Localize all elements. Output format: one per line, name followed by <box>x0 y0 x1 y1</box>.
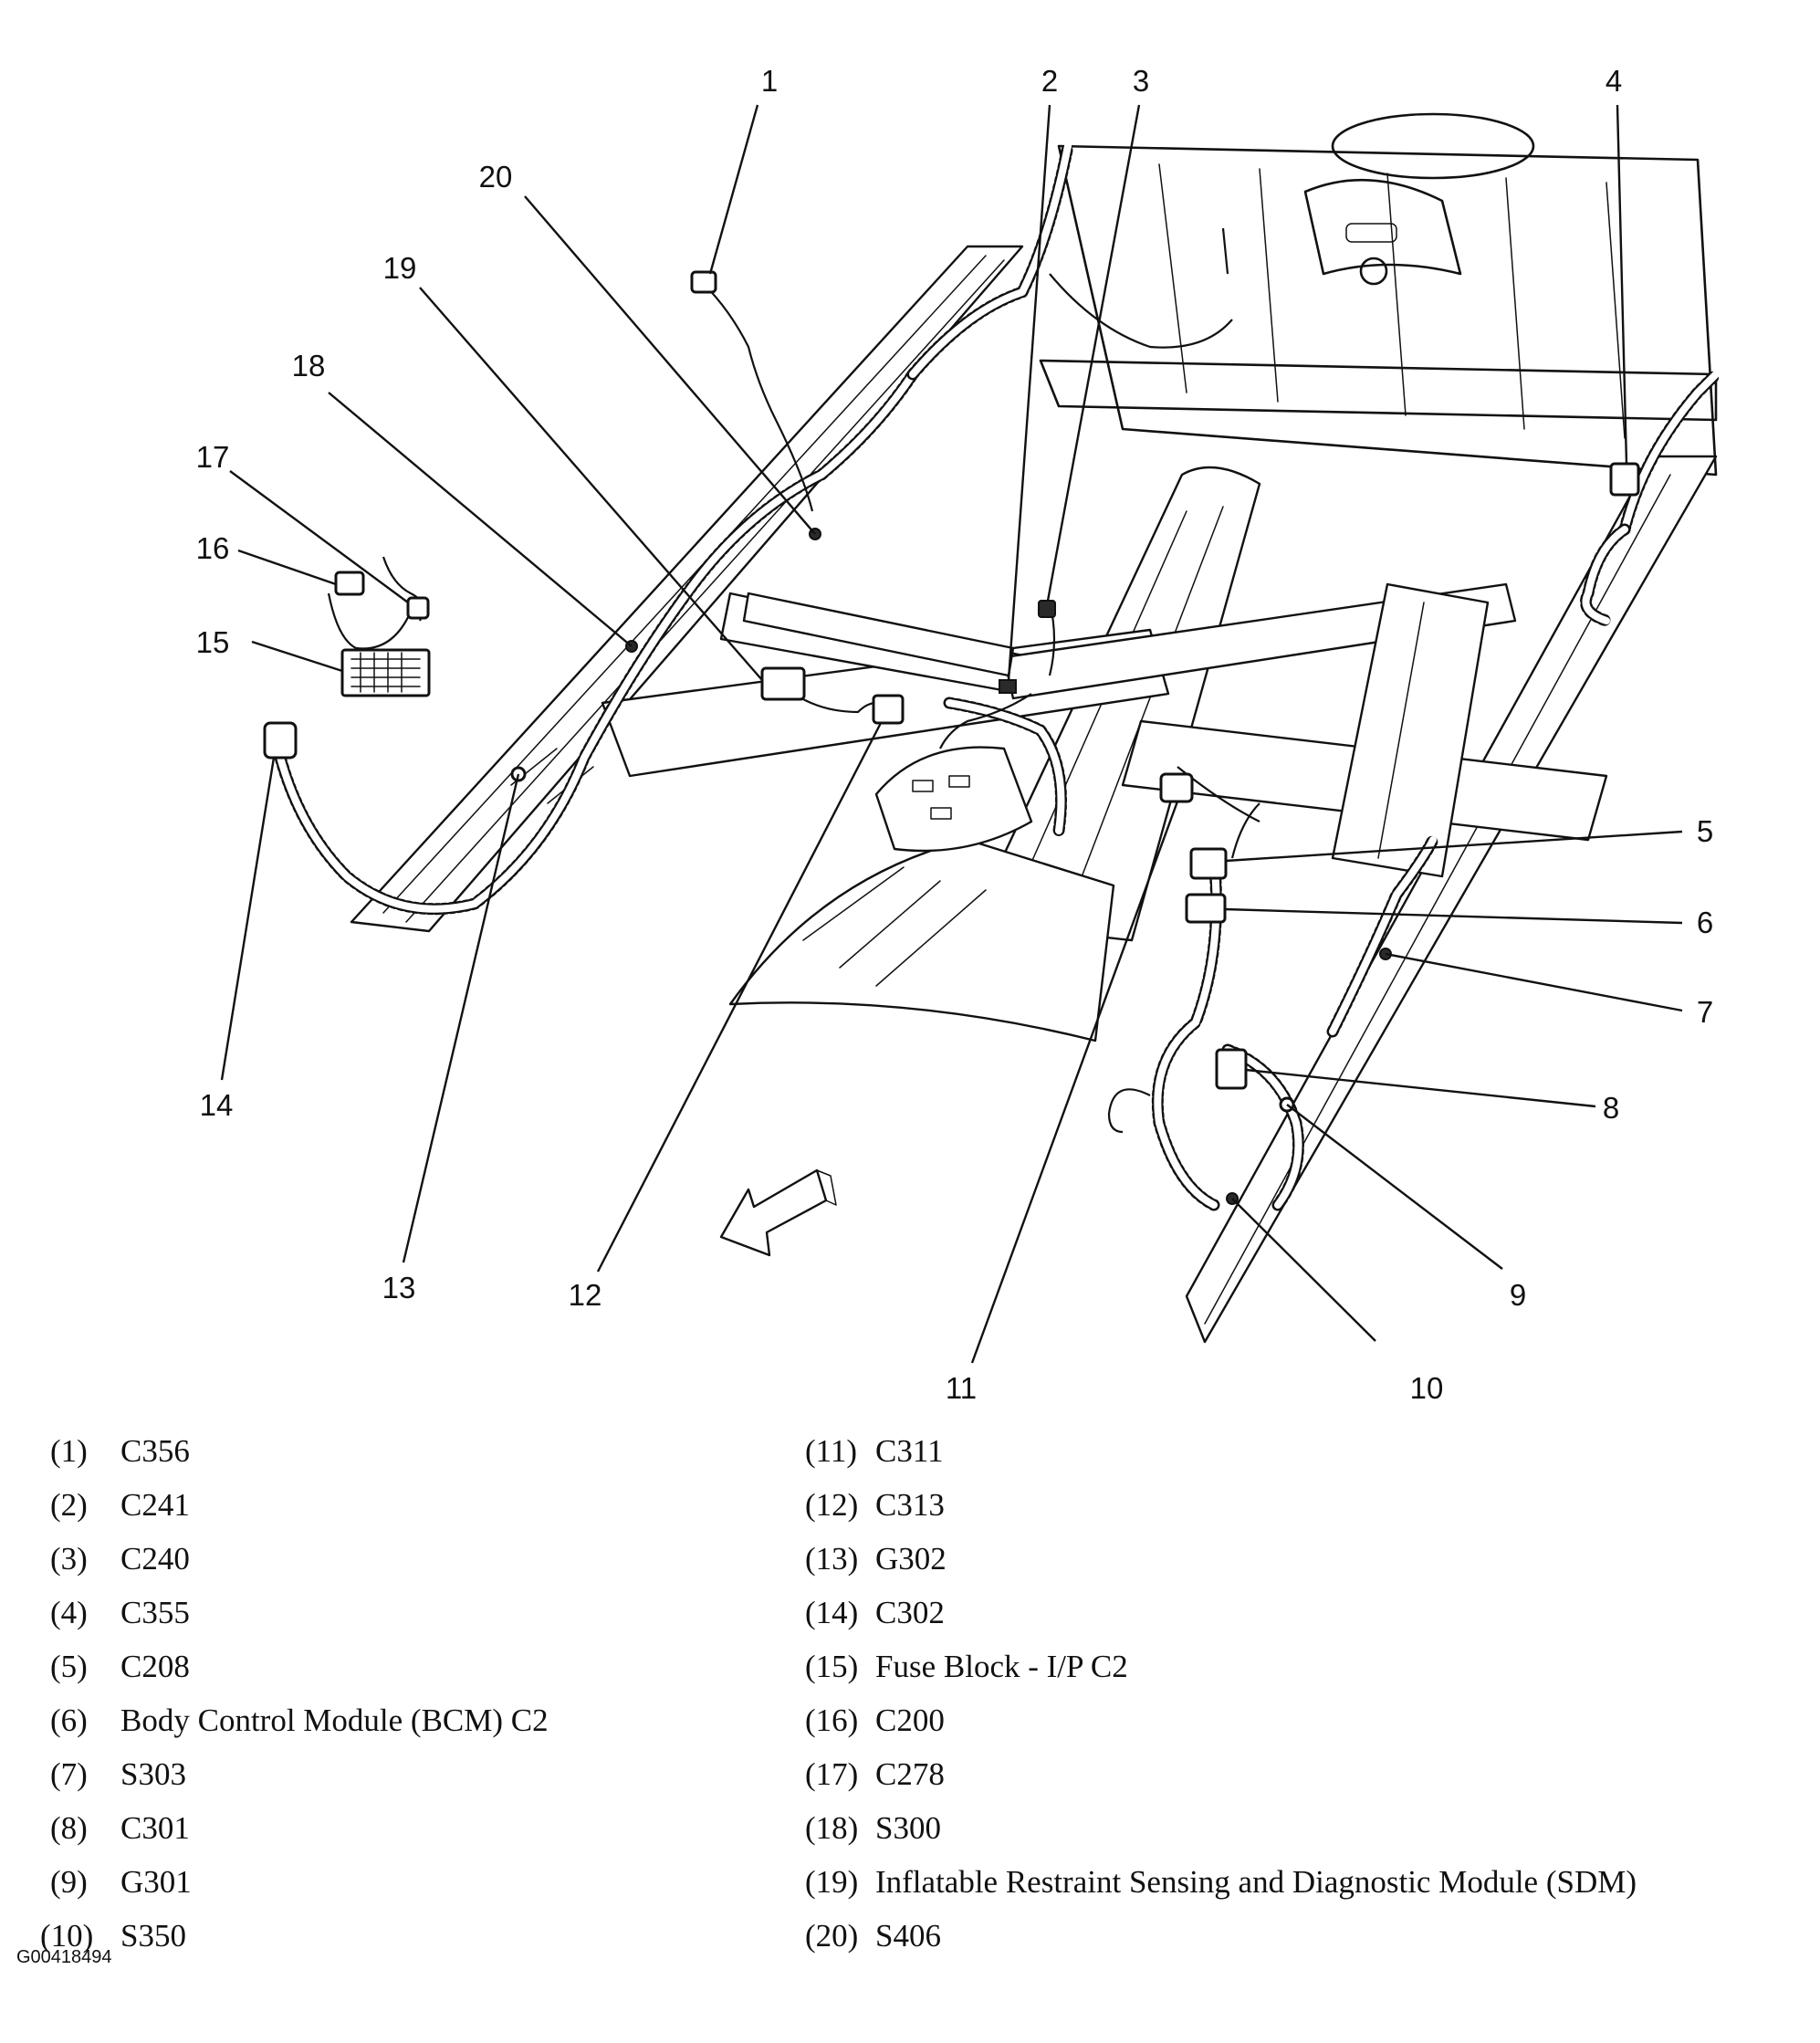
callout-10: 10 <box>1410 1371 1444 1405</box>
callout-14: 14 <box>200 1088 234 1122</box>
callout-4: 4 <box>1606 64 1622 98</box>
connector-c355 <box>1609 462 1640 497</box>
legend-column-right: (11)C311 (12)C313 (13)G302 (14)C302 (15)… <box>805 1424 1637 1963</box>
callout-18: 18 <box>292 349 326 382</box>
legend-column-left: (1)C356 (2)C241 (3)C240 (4)C355 (5)C208 … <box>40 1424 549 1963</box>
callout-5: 5 <box>1697 814 1713 848</box>
legend-item: (6)Body Control Module (BCM) C2 <box>50 1702 549 1738</box>
legend-item: (2)C241 <box>50 1487 190 1523</box>
callout-15: 15 <box>196 625 230 659</box>
wiring-harness-diagram: 1 2 3 4 5 6 7 8 9 10 11 12 13 14 15 16 1… <box>196 64 1722 1405</box>
callout-2: 2 <box>1041 64 1058 98</box>
connector-c301 <box>1215 1048 1248 1090</box>
connector-c278 <box>406 596 430 620</box>
connector-c302 <box>263 721 298 760</box>
legend-item: (13)G302 <box>805 1541 947 1577</box>
legend-item: (11)C311 <box>805 1433 944 1469</box>
callout-12: 12 <box>569 1278 602 1312</box>
legend-item: (1)C356 <box>50 1433 190 1469</box>
legend-item: (19)Inflatable Restraint Sensing and Dia… <box>805 1864 1637 1900</box>
legend-item: (7)S303 <box>50 1756 186 1792</box>
callout-20: 20 <box>479 160 513 194</box>
bcm-c2-connector <box>1185 893 1227 924</box>
figure-id: G00418494 <box>16 1947 112 1967</box>
connector-c311 <box>1159 772 1194 803</box>
legend-item: (14)C302 <box>805 1595 945 1630</box>
legend-item: (9)G301 <box>50 1864 192 1900</box>
legend-item: (17)C278 <box>805 1756 945 1792</box>
connector-c356 <box>690 270 717 294</box>
sdm-connector <box>760 666 806 701</box>
legend-item: (8)C301 <box>50 1810 190 1846</box>
callout-1: 1 <box>761 64 778 98</box>
callout-numbers: 1 2 3 4 5 6 7 8 9 10 11 12 13 14 15 16 1… <box>196 64 1714 1405</box>
connector-c240 <box>1038 600 1056 618</box>
legend-item: (3)C240 <box>50 1541 190 1577</box>
callout-9: 9 <box>1510 1278 1526 1312</box>
callout-17: 17 <box>196 440 230 474</box>
callout-13: 13 <box>382 1271 416 1304</box>
leader-lines <box>220 104 1683 1364</box>
callout-7: 7 <box>1697 995 1713 1029</box>
connectors <box>263 270 1640 1205</box>
connector-c241 <box>999 679 1017 694</box>
front-direction-arrow-icon <box>719 1168 837 1257</box>
legend-item: (16)C200 <box>805 1702 945 1738</box>
fuse-block-grid <box>350 652 421 693</box>
connector-c208 <box>1189 847 1228 880</box>
legend-item: (12)C313 <box>805 1487 945 1523</box>
legend-item: (15)Fuse Block - I/P C2 <box>805 1649 1128 1684</box>
legend-item: (4)C355 <box>50 1595 190 1630</box>
connector-c200 <box>334 571 365 596</box>
callout-8: 8 <box>1603 1091 1619 1125</box>
legend-item: (20)S406 <box>805 1918 941 1954</box>
callout-16: 16 <box>196 531 230 565</box>
callout-3: 3 <box>1133 64 1149 98</box>
component-legend: (1)C356 (2)C241 (3)C240 (4)C355 (5)C208 … <box>0 1424 1820 1990</box>
legend-item: (10)S350 <box>40 1918 186 1954</box>
callout-19: 19 <box>383 251 417 285</box>
connector-c313 <box>872 694 905 725</box>
fuse-block-c2 <box>340 648 431 697</box>
callout-11: 11 <box>946 1371 977 1405</box>
wiring-harness <box>267 140 1722 1211</box>
legend-item: (18)S300 <box>805 1810 941 1846</box>
legend-item: (5)C208 <box>50 1649 190 1684</box>
callout-6: 6 <box>1697 906 1713 939</box>
